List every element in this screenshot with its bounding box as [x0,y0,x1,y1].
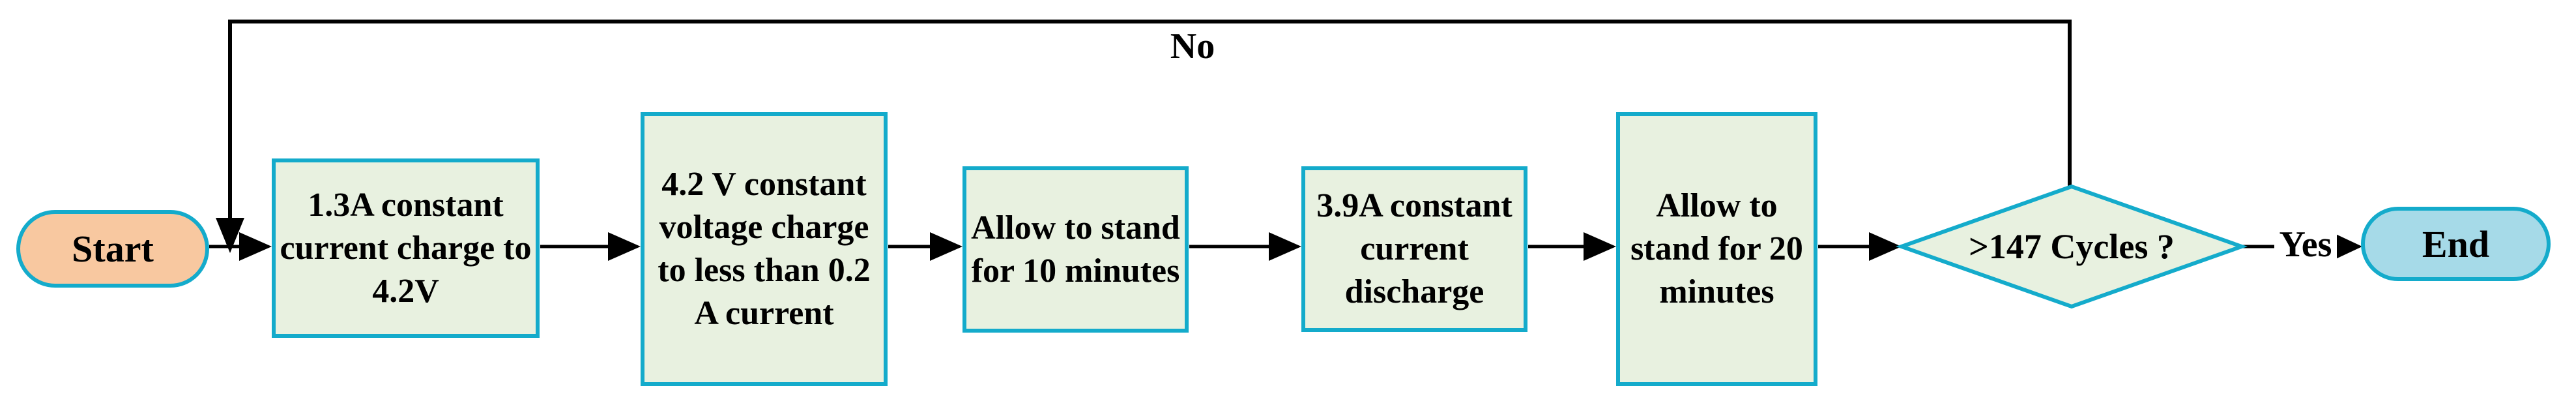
no-loop-connector [228,20,2072,219]
decision-text: >147 Cycles ? [1969,227,2175,266]
end-node: End [2361,207,2551,281]
process-step-cc-discharge: 3.9A constant current discharge [1301,166,1527,332]
no-text: No [1170,26,1215,67]
no-loop-arrowhead-icon [216,218,244,253]
process-step-label: 1.3A constant current charge to 4.2V [280,186,532,310]
arrowhead-icon [1584,232,1616,261]
process-step-label: Allow to stand for 10 minutes [971,209,1180,290]
process-step-cv-charge: 4.2 V constant voltage charge to less th… [641,112,888,386]
process-step-label: Allow to stand for 20 minutes [1630,187,1803,310]
process-step-stand-20min: Allow to stand for 20 minutes [1616,112,1817,386]
arrowhead-icon [930,232,962,261]
start-label: Start [72,228,154,270]
arrowhead-icon [239,232,272,261]
start-node: Start [16,210,209,288]
edge-label-yes: Yes [2274,224,2337,265]
end-label: End [2422,222,2490,265]
process-step-label: 4.2 V constant voltage charge to less th… [658,166,871,332]
edge-label-no: No [1150,25,1236,68]
process-step-stand-10min: Allow to stand for 10 minutes [962,166,1189,333]
process-step-cc-charge: 1.3A constant current charge to 4.2V [272,158,540,338]
arrowhead-icon [1869,232,1902,261]
arrowhead-icon [608,232,641,261]
arrowhead-icon [1269,232,1301,261]
yes-text: Yes [2279,224,2332,265]
process-step-label: 3.9A constant current discharge [1316,187,1512,310]
decision-diamond-shape [1895,184,2248,309]
arrowhead-icon [2332,232,2362,261]
decision-node-label: >147 Cycles ? [1902,187,2242,307]
